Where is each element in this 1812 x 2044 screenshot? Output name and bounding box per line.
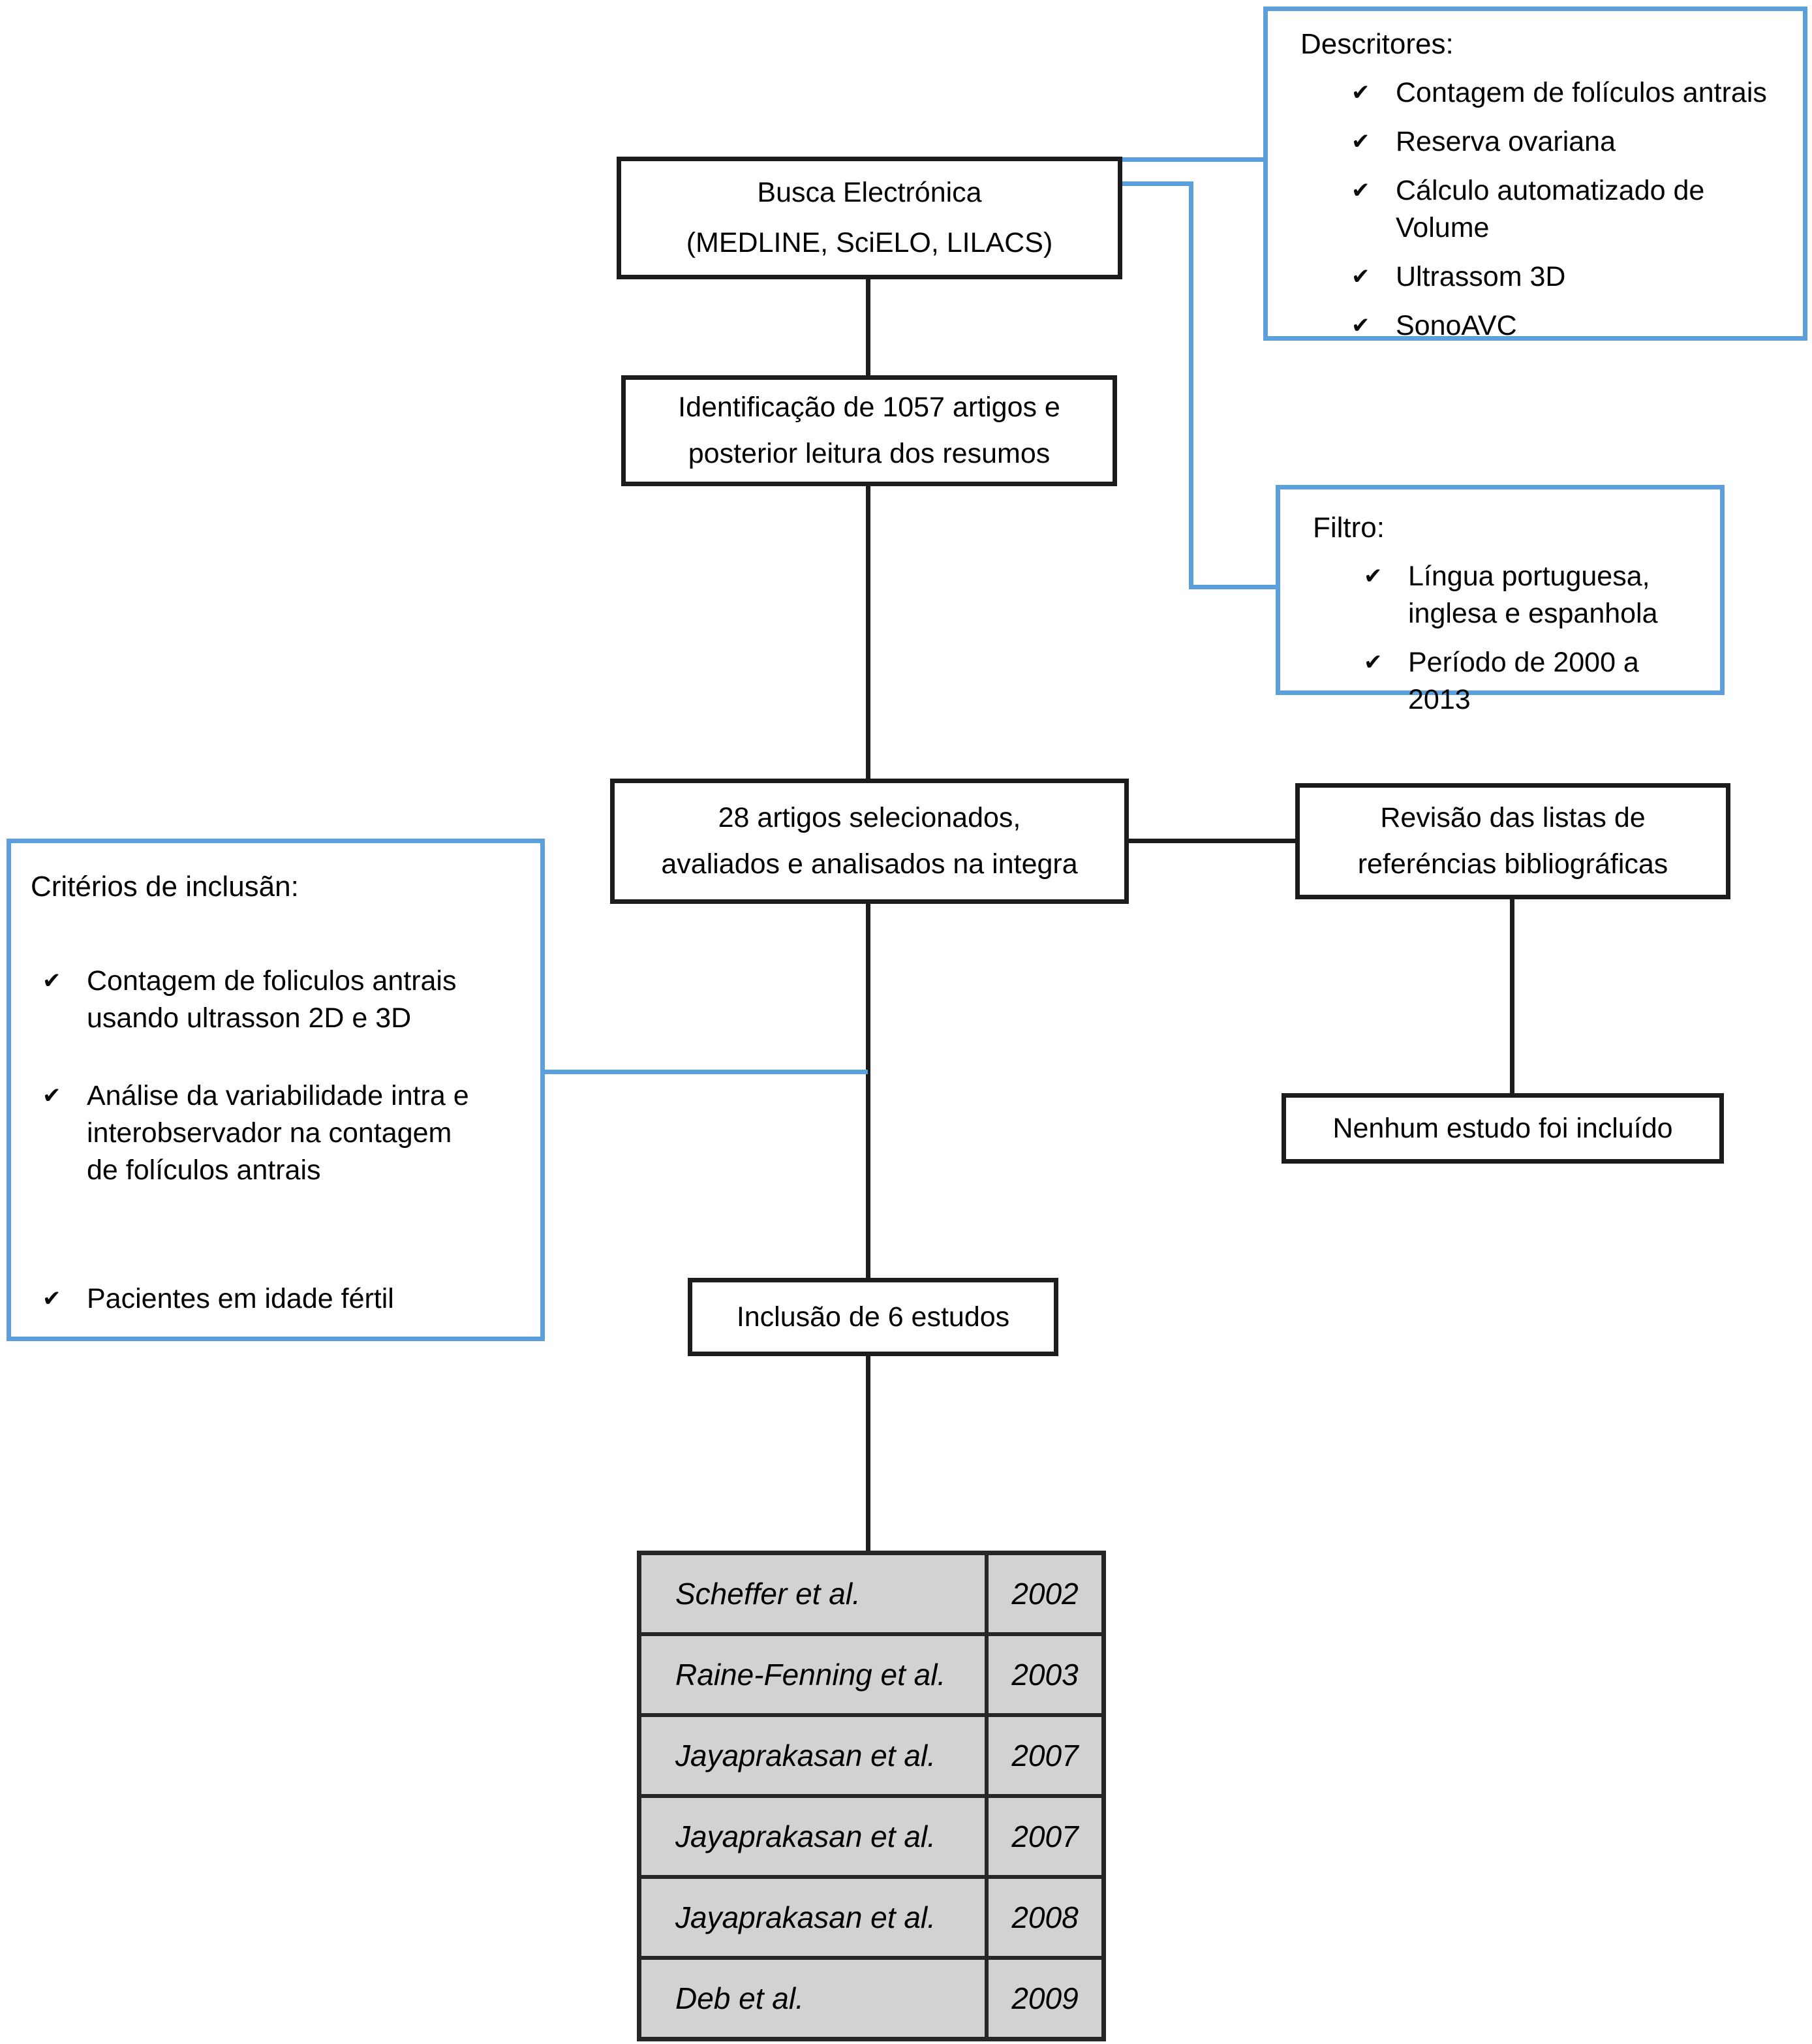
descritores-list: ✔ Contagem de folículos antrais ✔ Reserv… <box>1300 74 1783 345</box>
study-year-cell: 2008 <box>987 1877 1103 1958</box>
list-item: ✔ Cálculo automatizado de Volume <box>1351 172 1783 247</box>
study-author-cell: Raine-Fenning et al. <box>639 1634 987 1715</box>
check-icon: ✔ <box>1364 650 1383 675</box>
list-item-text: Período de 2000 a 2013 <box>1408 647 1639 715</box>
check-icon: ✔ <box>1364 564 1383 589</box>
box-nenhum-estudo-incluido: Nenhum estudo foi incluído <box>1282 1093 1724 1164</box>
study-year-cell: 2007 <box>987 1796 1103 1877</box>
box-revisao-referencias: Revisão das listas de referéncias biblio… <box>1295 783 1730 899</box>
check-icon: ✔ <box>42 1286 61 1311</box>
box-28-artigos-selecionados: 28 artigos selecionados, avaliados e ana… <box>610 779 1129 904</box>
panel-filtro: Filtro: ✔ Língua portuguesa, inglesa e e… <box>1276 485 1725 715</box>
connector-busca-to-identificacao <box>866 277 870 377</box>
connector-artigos28-to-revisao <box>1127 839 1297 843</box>
study-author-cell: Jayaprakasan et al. <box>639 1796 987 1877</box>
list-item-text: Ultrassom 3D <box>1396 261 1566 292</box>
revisao-text: Revisão das listas de referéncias biblio… <box>1357 802 1668 880</box>
connector-inclusao-to-table <box>866 1354 870 1553</box>
list-item: ✔ SonoAVC <box>1351 307 1783 345</box>
study-year-cell: 2009 <box>987 1958 1103 2039</box>
list-item: ✔ Língua portuguesa, inglesa e espanhola <box>1364 558 1700 632</box>
filtro-title: Filtro: <box>1313 512 1385 544</box>
list-item: ✔ Contagem de foliculos antrais usando u… <box>42 963 521 1037</box>
list-item: ✔ Período de 2000 a 2013 <box>1364 644 1700 719</box>
check-icon: ✔ <box>1351 178 1370 203</box>
check-icon: ✔ <box>1351 313 1370 338</box>
list-item-text: Pacientes em idade fértil <box>87 1283 394 1314</box>
busca-electronica-text: Busca Electrónica (MEDLINE, SciELO, LILA… <box>686 176 1053 258</box>
list-item-text: Cálculo automatizado de Volume <box>1396 175 1705 243</box>
connector-identificacao-to-artigos28 <box>866 484 870 781</box>
connector-artigos28-to-inclusao <box>866 902 870 1280</box>
list-item-text: Contagem de foliculos antrais usando ult… <box>87 965 457 1034</box>
filtro-list: ✔ Língua portuguesa, inglesa e espanhola… <box>1313 558 1700 719</box>
nenhum-text: Nenhum estudo foi incluído <box>1332 1112 1673 1144</box>
check-icon: ✔ <box>1351 129 1370 154</box>
connector-busca-to-descritores <box>1121 157 1265 162</box>
list-item: ✔ Contagem de folículos antrais <box>1351 74 1783 112</box>
study-year-cell: 2007 <box>987 1715 1103 1796</box>
study-author-cell: Deb et al. <box>639 1958 987 2039</box>
check-icon: ✔ <box>1351 264 1370 289</box>
list-item: ✔ Reserva ovariana <box>1351 123 1783 161</box>
box-identificacao-artigos: Identificação de 1057 artigos e posterio… <box>621 375 1117 486</box>
connector-busca-to-filtro-seg3 <box>1189 585 1278 589</box>
list-item-text: Análise da variabilidade intra e interob… <box>87 1080 469 1186</box>
box-inclusao-6-estudos: Inclusão de 6 estudos <box>688 1278 1058 1356</box>
studies-table: Scheffer et al. 2002 Raine-Fenning et al… <box>637 1551 1106 2041</box>
connector-busca-to-filtro-seg2 <box>1189 181 1193 589</box>
list-item: ✔ Ultrassom 3D <box>1351 258 1783 296</box>
study-year-cell: 2003 <box>987 1634 1103 1715</box>
list-item-text: SonoAVC <box>1396 310 1517 341</box>
connector-busca-to-filtro-seg1 <box>1121 181 1193 186</box>
artigos28-text: 28 artigos selecionados, avaliados e ana… <box>661 802 1078 880</box>
inclusao-text: Inclusão de 6 estudos <box>736 1301 1010 1333</box>
list-item-text: Contagem de folículos antrais <box>1396 77 1767 108</box>
study-year-cell: 2002 <box>987 1553 1103 1634</box>
criterios-list: ✔ Contagem de foliculos antrais usando u… <box>31 963 521 1318</box>
connector-revisao-to-nenhum <box>1510 897 1514 1095</box>
descritores-title: Descritores: <box>1300 28 1454 60</box>
study-author-cell: Jayaprakasan et al. <box>639 1877 987 1958</box>
list-item-text: Língua portuguesa, inglesa e espanhola <box>1408 561 1658 629</box>
box-busca-electronica: Busca Electrónica (MEDLINE, SciELO, LILA… <box>617 157 1122 279</box>
panel-criterios-inclusao: Critérios de inclusãn: ✔ Contagem de fol… <box>7 839 545 1341</box>
identificacao-text: Identificação de 1057 artigos e posterio… <box>678 392 1060 469</box>
list-item: ✔ Análise da variabilidade intra e inter… <box>42 1077 521 1189</box>
connector-criterios-to-mainline <box>545 1070 868 1074</box>
criterios-title: Critérios de inclusãn: <box>31 871 299 903</box>
study-author-cell: Jayaprakasan et al. <box>639 1715 987 1796</box>
study-author-cell: Scheffer et al. <box>639 1553 987 1634</box>
check-icon: ✔ <box>42 1083 61 1108</box>
panel-descritores: Descritores: ✔ Contagem de folículos ant… <box>1263 7 1807 341</box>
check-icon: ✔ <box>1351 80 1370 105</box>
list-item: ✔ Pacientes em idade fértil <box>42 1280 521 1318</box>
check-icon: ✔ <box>42 968 61 993</box>
list-item-text: Reserva ovariana <box>1396 126 1616 157</box>
